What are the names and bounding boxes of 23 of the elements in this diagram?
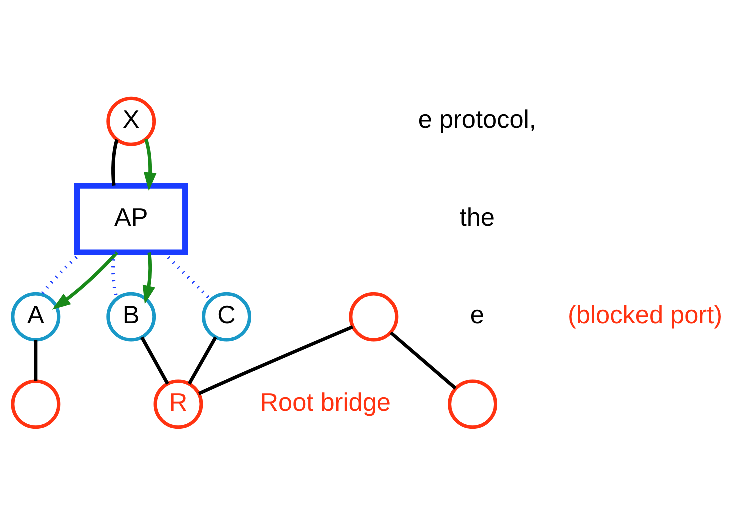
label: the: [460, 203, 495, 232]
node-circle: B: [106, 292, 156, 342]
node-circle: [349, 292, 399, 342]
connector: [112, 138, 119, 186]
node-circle: [11, 379, 61, 429]
label: e protocol,: [418, 106, 536, 134]
connector: [198, 324, 354, 395]
node-circle: X: [106, 96, 156, 146]
node-circle: [448, 379, 498, 429]
node-circle: C: [202, 292, 252, 342]
label: e: [470, 300, 484, 329]
arrow: [52, 251, 118, 310]
node-circle: R: [154, 379, 204, 429]
arrow: [144, 138, 157, 191]
connector: [188, 336, 218, 384]
connector: [390, 331, 457, 390]
label: (blocked port): [568, 300, 723, 329]
connector: [140, 336, 170, 384]
node-box: AP: [74, 182, 188, 256]
node-label: Root bridge: [260, 388, 392, 416]
node-circle: A: [11, 292, 61, 342]
arrow: [142, 252, 156, 304]
connector: [34, 340, 38, 381]
